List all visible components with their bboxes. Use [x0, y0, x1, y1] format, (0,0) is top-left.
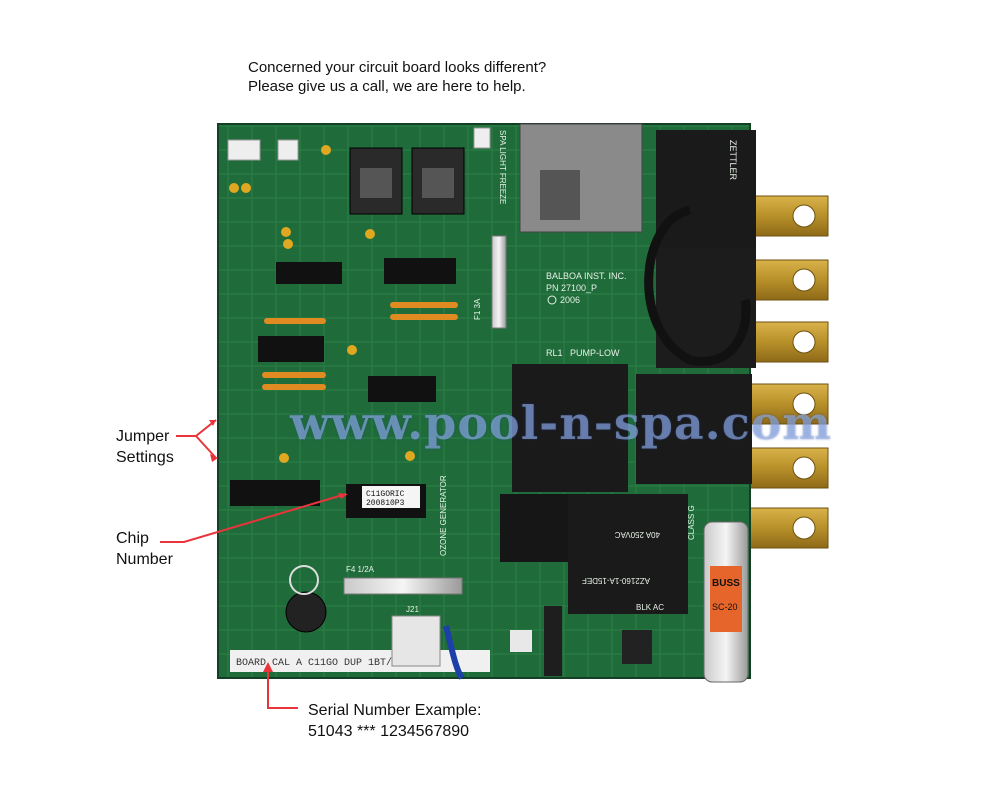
fuse-f4	[343, 577, 463, 595]
jumper-label-line-2: Settings	[116, 449, 174, 466]
phone-jack-2-socket	[422, 168, 454, 198]
resistor-bar	[262, 372, 326, 378]
capacitor-ring	[289, 565, 319, 595]
jumper-arrowhead-bottom	[210, 454, 218, 462]
capacitor	[281, 227, 291, 237]
capacitor	[321, 145, 331, 155]
ic-chip	[230, 480, 320, 506]
resistor-bars	[262, 302, 458, 390]
help-note-line-1: Concerned your circuit board looks diffe…	[248, 59, 547, 76]
fuse-f4-label: F4 1/2A	[346, 565, 375, 574]
terminal-lug	[747, 195, 829, 237]
trc1-component	[510, 630, 532, 652]
capacitor	[229, 183, 239, 193]
year-label: 2006	[560, 295, 580, 305]
serial-callout-arrow	[267, 666, 298, 709]
connector-j21	[391, 615, 441, 667]
electrolytic-capacitor	[285, 591, 327, 633]
chip-callout-arrow	[160, 493, 347, 543]
part-number-label: PN 27100_P	[546, 283, 597, 293]
pump-low-label: PUMP-LOW	[570, 348, 620, 358]
serial-label-line-2: 51043 *** 1234567890	[308, 723, 470, 740]
relay-pump-low	[512, 364, 628, 492]
jumper-callout-arrow	[176, 419, 217, 459]
buss-part-label: SC-20	[712, 602, 738, 612]
relay-black-right	[636, 374, 752, 484]
terminal-lug	[747, 321, 829, 363]
connector-j3	[473, 127, 491, 149]
chip-number-label: Chip Number	[116, 528, 173, 570]
spa-light-freeze-label: SPA LIGHT FREEZE	[498, 130, 507, 204]
chip-label-sticker	[362, 486, 420, 508]
serial-strip-text: BOARD CAL A C11GO DUP 1BT/KNB	[236, 657, 410, 669]
capacitor	[347, 345, 357, 355]
grey-relay	[519, 123, 643, 233]
relay-blk-ac	[622, 630, 652, 664]
black-block	[544, 606, 562, 676]
resistor-bar	[390, 302, 458, 308]
resistor-bar	[264, 318, 326, 324]
relay-top-brand: ZETTLER	[728, 140, 738, 181]
terminal-lug	[747, 447, 829, 489]
connector-j2	[277, 139, 299, 161]
ic-chip	[276, 262, 342, 284]
blk-ac-label: BLK AC	[636, 603, 664, 612]
jumper-label-line-1: Jumper	[116, 428, 170, 445]
connector-j1	[227, 139, 261, 161]
watermark: www.pool-n-spa.com	[290, 396, 833, 450]
relay-spec-label: 40A 250VAC	[615, 530, 660, 539]
serial-number-label: Serial Number Example: 51043 *** 1234567…	[308, 700, 481, 742]
copyright-symbol	[547, 295, 557, 305]
fuse-f1-label: F1 3A	[473, 298, 482, 320]
relay-ozone	[500, 494, 574, 562]
help-note: Concerned your circuit board looks diffe…	[248, 58, 546, 96]
buss-label: BUSS	[712, 578, 740, 589]
terminal-lug	[747, 507, 829, 549]
callout-lines	[160, 419, 348, 709]
ic-chip	[258, 336, 324, 362]
serial-label-line-1: Serial Number Example:	[308, 702, 482, 719]
blue-wire	[443, 625, 465, 680]
fuse-f1	[491, 235, 507, 329]
buss-fuse-label-band	[710, 566, 742, 632]
chip-label-line-1-text: Chip	[116, 530, 149, 547]
chip-arrowhead	[338, 493, 348, 499]
capacitors	[229, 145, 415, 463]
jumper-arrowhead-top	[209, 420, 216, 426]
terminal-lugs	[747, 195, 829, 549]
relay-black-top	[656, 130, 756, 260]
capacitor	[365, 229, 375, 239]
chip-label-line-2-text: Number	[116, 551, 173, 568]
jumper-settings-label: Jumper Settings	[116, 426, 174, 468]
grey-relay-slot	[540, 170, 580, 220]
phone-jack-1-socket	[360, 168, 392, 198]
capacitor	[283, 239, 293, 249]
terminal-lug	[747, 259, 829, 301]
chip-label-line-1: C11GORIC	[366, 490, 405, 499]
ic-chip	[368, 376, 436, 402]
phone-jack-1	[349, 147, 403, 215]
capacitor	[279, 453, 289, 463]
class-g-label: CLASS G	[687, 505, 696, 540]
relay-part-label: AZ2160-1A-15DEF	[582, 576, 650, 585]
capacitor	[405, 451, 415, 461]
serial-arrowhead	[263, 662, 273, 672]
rl1-label: RL1	[546, 348, 563, 358]
maker-label: BALBOA INST. INC.	[546, 271, 627, 281]
relay-pump-high	[568, 494, 688, 614]
chip-label-line-2: 200810P3	[366, 499, 405, 508]
help-note-line-2: Please give us a call, we are here to he…	[248, 78, 526, 95]
capacitor	[241, 183, 251, 193]
resistor-bar	[390, 314, 458, 320]
ozone-label: OZONE GENERATOR	[439, 475, 448, 556]
j21-label: J21	[406, 605, 419, 614]
ic-chip	[384, 258, 456, 284]
terminal-lug	[747, 383, 829, 425]
power-cable	[644, 205, 751, 366]
resistor-bar	[262, 384, 326, 390]
